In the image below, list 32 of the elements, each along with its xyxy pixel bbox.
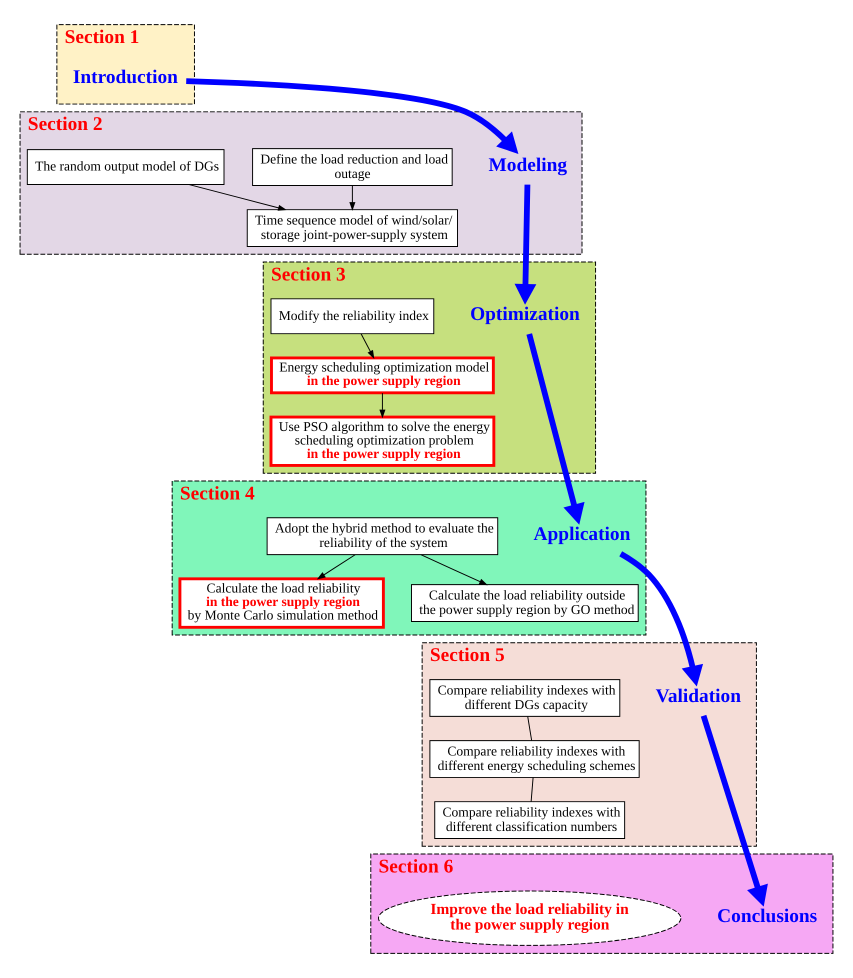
node-box: Modify the reliability index bbox=[270, 298, 434, 334]
arrow bbox=[619, 551, 704, 686]
node-text: Application bbox=[534, 524, 630, 546]
arrow bbox=[360, 333, 374, 359]
arrow bbox=[420, 554, 488, 586]
node-box: Use PSO algorithm to solve the energy scheduling optimization problem in the power supply region bbox=[270, 416, 496, 467]
node-box: The random output model of DGs bbox=[26, 149, 224, 185]
arrow bbox=[379, 392, 386, 418]
arrow bbox=[186, 78, 518, 154]
arrow bbox=[514, 184, 536, 305]
node-box: Energy scheduling optimization model in the power supply region bbox=[270, 356, 495, 394]
node-box: Time sequence model of wind/solar/ storage joint-power-supply system bbox=[246, 209, 458, 247]
connector bbox=[527, 716, 532, 741]
node-text: Validation bbox=[656, 686, 741, 707]
arrow bbox=[188, 184, 287, 211]
node-text: Introduction bbox=[72, 66, 178, 88]
connector bbox=[530, 777, 534, 802]
node-box: Calculate the load reliability in the power supply region by Monte Carlo simulation method bbox=[178, 577, 385, 629]
node-box: Adopt the hybrid method to evaluate the reliability of the system bbox=[266, 517, 498, 556]
node-text: Modeling bbox=[488, 154, 568, 176]
node-text: Conclusions bbox=[717, 906, 818, 928]
node-box: Compare reliability indexes with different DGs capacity bbox=[429, 679, 620, 717]
arrow bbox=[349, 185, 356, 211]
node-box: Compare reliability indexes with different energy scheduling schemes bbox=[429, 740, 640, 778]
arrow bbox=[700, 714, 768, 907]
node-box: Compare reliability indexes with different classification numbers bbox=[434, 801, 626, 839]
node-ellipse: Improve the load reliability in the power supply region bbox=[378, 890, 682, 946]
node-box: Calculate the load reliability outside the power supply region by GO method bbox=[411, 584, 639, 622]
arrow bbox=[316, 554, 356, 580]
node-box: Define the load reduction and load outage bbox=[252, 148, 453, 186]
node-text: Optimization bbox=[470, 304, 580, 326]
arrow bbox=[526, 333, 585, 525]
